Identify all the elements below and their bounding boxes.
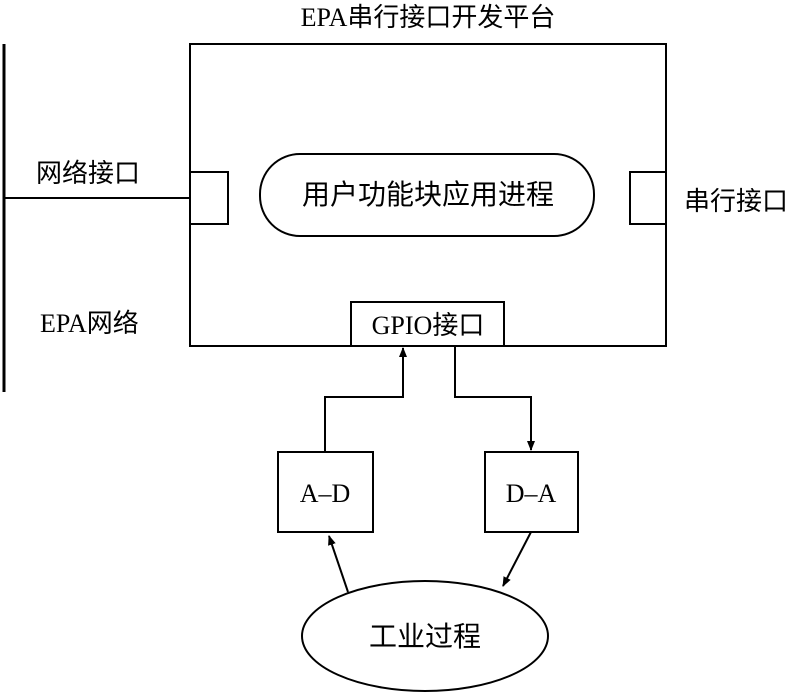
gpio-to-da-arrow [454, 346, 535, 451]
gpio-interface-box [350, 301, 505, 347]
ad-to-gpio-arrow [324, 347, 407, 452]
network-interface-port [189, 171, 229, 225]
da-converter-label: D–A [506, 479, 557, 508]
serial-interface-port [629, 171, 667, 225]
serial-interface-label: 串行接口 [684, 187, 788, 216]
process-to-ad-arrow [328, 535, 349, 593]
network-interface-label: 网络接口 [36, 159, 140, 188]
ad-converter-label: A–D [300, 479, 351, 508]
industrial-process-label: 工业过程 [369, 621, 481, 653]
application-process-label: 用户功能块应用进程 [302, 179, 554, 211]
gpio-interface-label: GPIO接口 [372, 311, 485, 340]
industrial-process-ellipse [301, 580, 549, 692]
application-process-box [259, 153, 595, 237]
diagram-title: EPA串行接口开发平台 [301, 3, 556, 32]
epa-network-label: EPA网络 [40, 309, 139, 338]
da-to-process-arrow [502, 531, 532, 587]
da-converter-box [484, 451, 579, 533]
